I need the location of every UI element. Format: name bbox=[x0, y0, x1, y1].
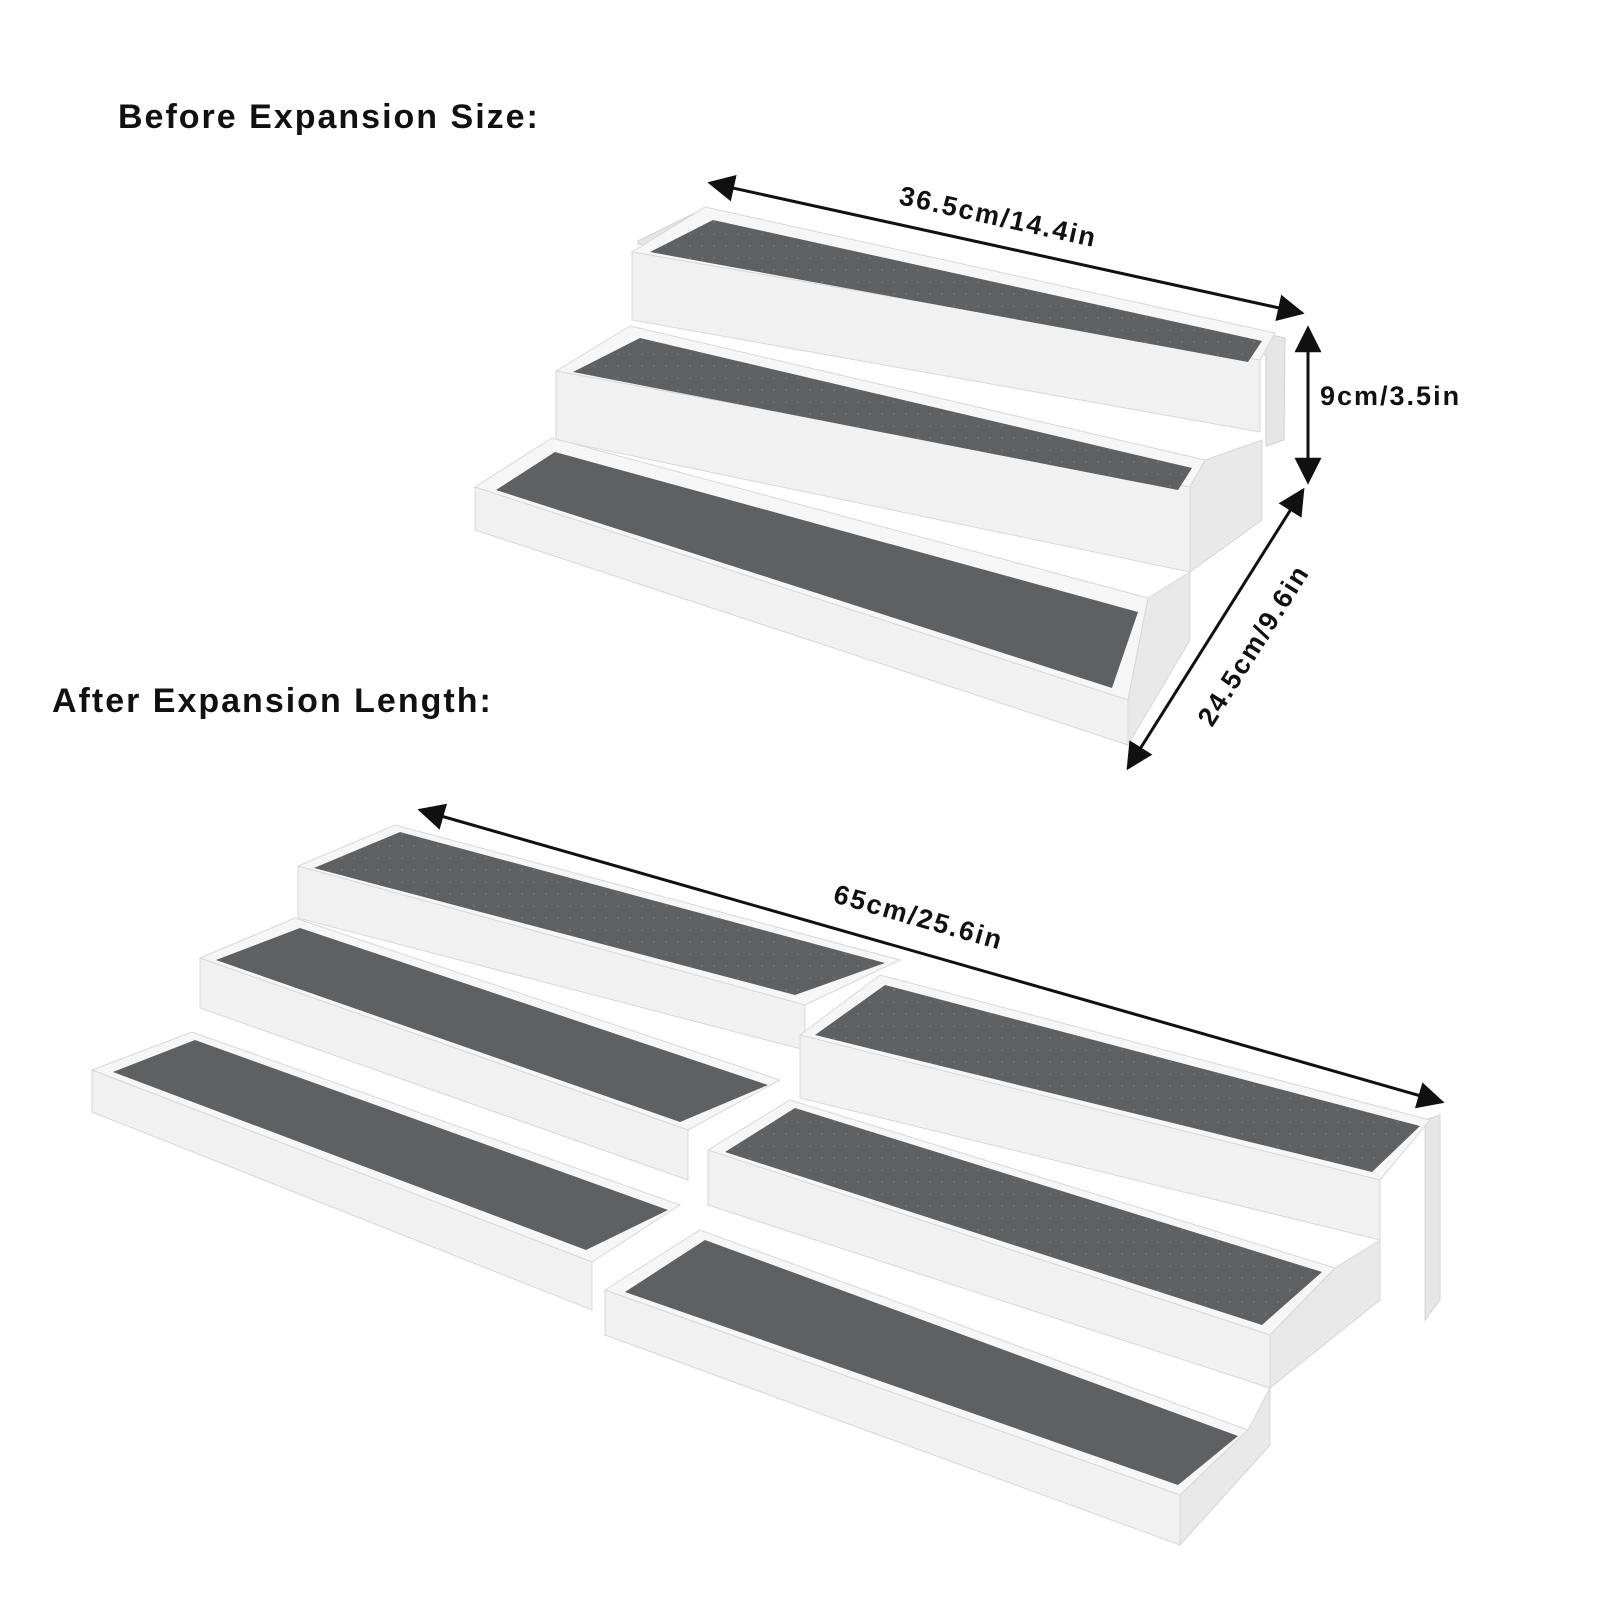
rack-after-right-bottom-step bbox=[603, 1229, 1271, 1547]
rack-after-expansion bbox=[90, 824, 1441, 1547]
rack-before-bottom-mat bbox=[496, 452, 1138, 688]
before-length-label: 36.5cm/14.4in bbox=[897, 181, 1100, 254]
rack-after-right-middle-step bbox=[706, 1099, 1381, 1390]
after-expansion-heading: After Expansion Length: bbox=[52, 682, 493, 720]
rack-after-right-bottom-mat bbox=[625, 1240, 1238, 1485]
depth-label: 24.5cm/9.6in bbox=[1192, 559, 1316, 731]
rack-after-left-bottom-mat bbox=[113, 1040, 668, 1250]
dimension-height: 9cm/3.5in bbox=[1294, 325, 1461, 485]
height-label: 9cm/3.5in bbox=[1320, 381, 1461, 411]
after-length-label: 65cm/25.6in bbox=[830, 879, 1007, 956]
before-expansion-heading: Before Expansion Size: bbox=[118, 98, 540, 136]
rack-before-expansion bbox=[473, 206, 1286, 747]
rack-after-left-bottom-step bbox=[90, 1031, 682, 1311]
